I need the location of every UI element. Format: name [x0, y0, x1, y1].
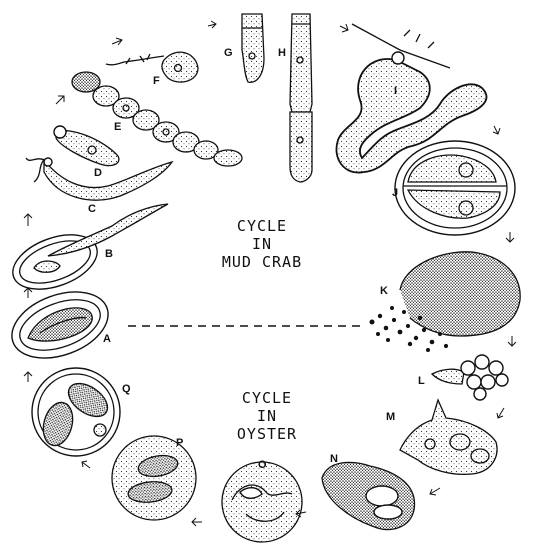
arrow-up-left-icon [82, 461, 90, 468]
stage-d-gregarine: D [54, 126, 119, 179]
stage-g-label: G [224, 47, 233, 59]
stage-a-cyst: A [3, 280, 117, 371]
stage-k-label: K [380, 285, 388, 297]
oyster-title-line-3: OYSTER [237, 425, 297, 443]
stage-g-rod: G [224, 14, 264, 82]
arrow-right-icon [112, 38, 122, 45]
stage-e-label: E [114, 121, 121, 133]
stage-j-sporont-cyst: J [392, 141, 515, 235]
arrow-left-icon [192, 518, 202, 526]
oyster-cycle-title: CYCLE IN OYSTER [237, 389, 297, 443]
stage-h-label: H [278, 47, 286, 59]
arrow-up-right-icon [56, 96, 64, 104]
stage-b-excysting: B [5, 204, 168, 300]
stage-h-rod-segmented: H [278, 14, 312, 182]
arrow-up-icon [24, 288, 32, 298]
arrow-down-icon [508, 336, 516, 346]
arrow-up-icon [24, 214, 32, 226]
stage-l-label: L [418, 375, 425, 387]
crab-cycle-title: CYCLE IN MUD CRAB [222, 217, 302, 271]
stage-m-irregular-cell: M [386, 400, 497, 474]
oyster-title-line-2: IN [257, 407, 277, 425]
stage-c-label: C [88, 203, 96, 215]
stage-b-label: B [105, 248, 113, 260]
stage-o-label: O [258, 459, 267, 471]
stage-p-label: P [176, 437, 183, 449]
stage-q-paired-cyst: Q [32, 368, 131, 456]
oyster-title-line-1: CYCLE [242, 389, 292, 407]
stage-l-spore-cluster: L [418, 355, 508, 400]
stage-i-label: I [394, 85, 397, 97]
crab-title-line-1: CYCLE [237, 217, 287, 235]
stage-a-label: A [103, 333, 111, 345]
crab-title-line-3: MUD CRAB [222, 253, 302, 271]
stage-n-label: N [330, 453, 338, 465]
stage-d-label: D [94, 167, 102, 179]
arrow-up-icon [24, 372, 32, 382]
stage-n-infected-cell: N [322, 453, 415, 529]
stage-f-sporozoite: F [106, 52, 198, 87]
stage-p-paired-cyst: P [112, 436, 196, 520]
stage-f-label: F [153, 75, 160, 87]
arrow-down-icon [506, 232, 514, 242]
arrow-left-icon [430, 488, 440, 495]
arrow-down-icon [493, 126, 500, 134]
stage-j-label: J [392, 187, 398, 199]
stage-k-spore-release: K [370, 252, 521, 352]
stage-o-round-cell: O [222, 459, 302, 542]
stage-q-label: Q [122, 383, 131, 395]
crab-title-line-2: IN [252, 235, 272, 253]
arrow-right-icon [208, 21, 216, 28]
stage-m-label: M [386, 411, 395, 423]
arrow-right-icon [340, 24, 348, 32]
arrow-down-left-icon [497, 408, 504, 418]
